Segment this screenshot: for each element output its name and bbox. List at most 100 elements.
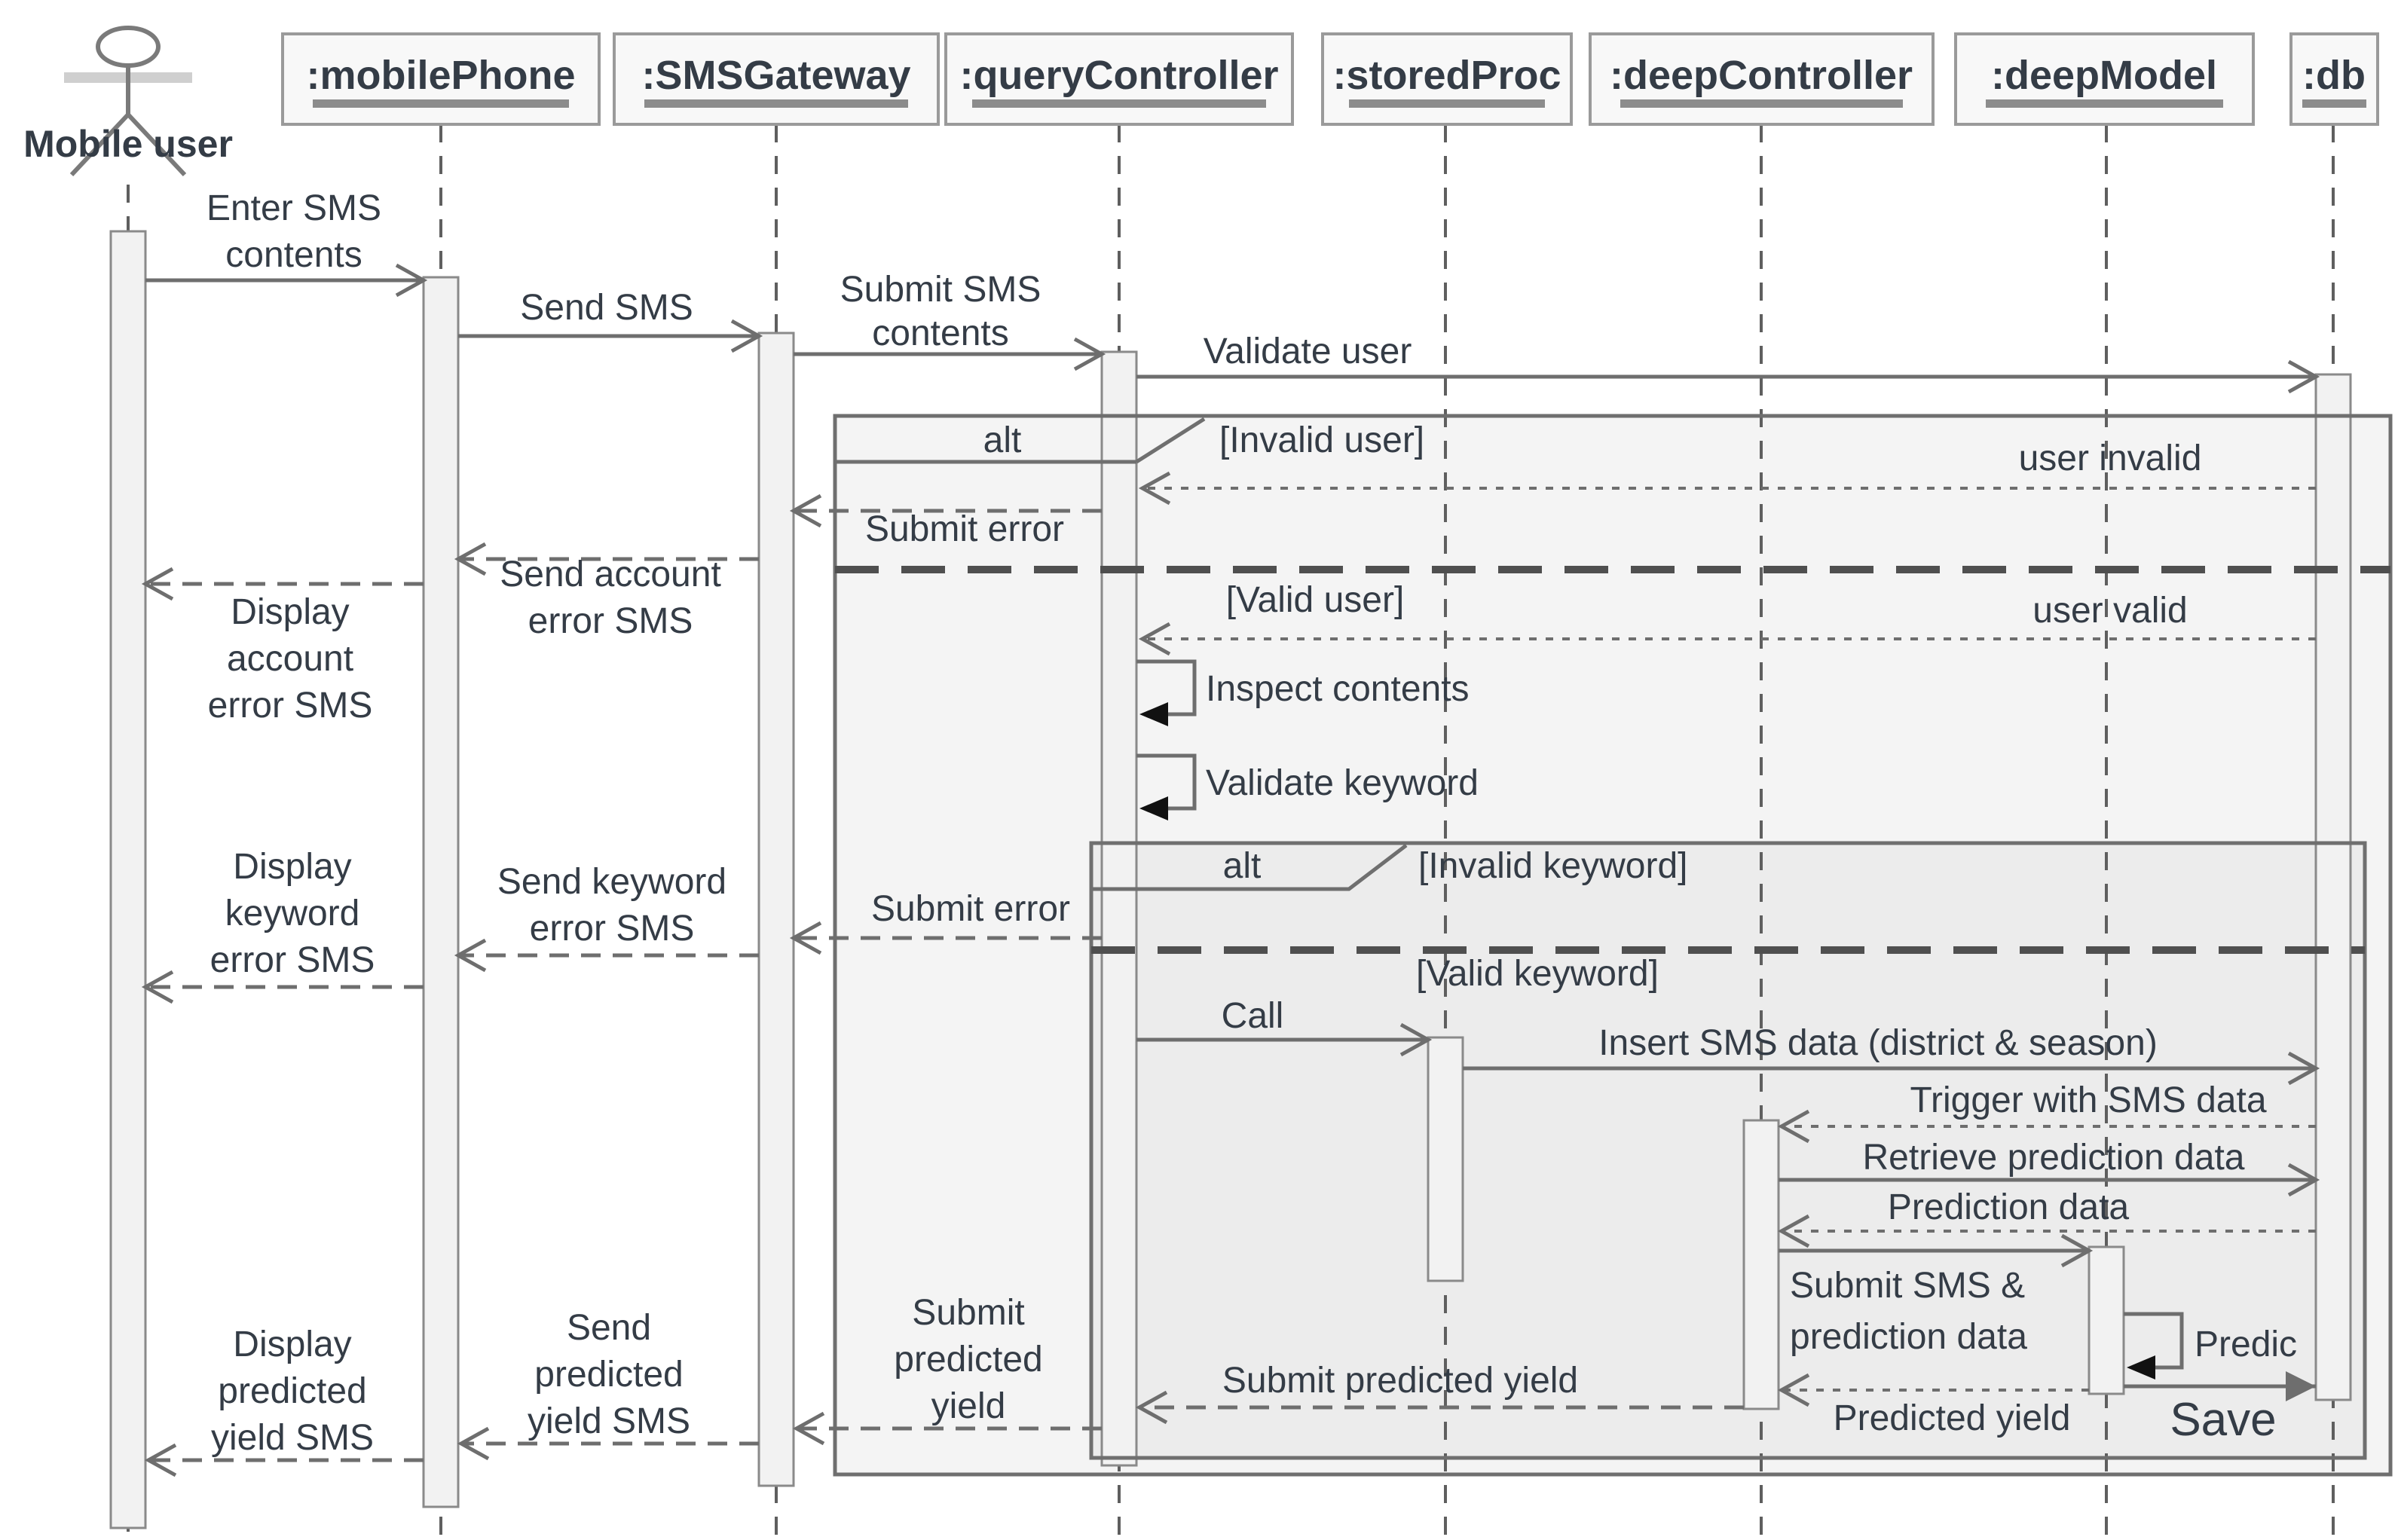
arrowhead-icon <box>1777 1373 1810 1407</box>
outer-alt-operator: alt <box>983 420 1022 460</box>
arrowhead-icon <box>1139 702 1168 726</box>
outer-alt-background <box>835 416 2390 1474</box>
message-label: Display <box>233 1325 351 1364</box>
arrowhead-icon <box>2287 1051 2320 1086</box>
message-submit-sms-contents: Submit SMS contents <box>794 270 1106 371</box>
self-message-loop <box>1136 753 1197 811</box>
message-submit-sms-and-prediction-data: Submit SMS & prediction data <box>1779 1233 2094 1357</box>
message-label: Submit SMS <box>840 270 1041 310</box>
arrowhead-icon <box>2286 1371 2316 1401</box>
actor-name-label: Mobile user <box>23 123 233 165</box>
header-storedproc-label: :storedProc <box>1332 53 1561 98</box>
message-label: contents <box>225 235 362 275</box>
header-deepmodel: :deepModel <box>1954 32 2255 126</box>
message-validate-user: Validate user <box>1136 332 2320 394</box>
message-submit-predicted-yield-to-gateway: Submit predicted yield <box>792 1293 1102 1446</box>
arrowhead-icon <box>1138 471 1171 506</box>
arrowhead-icon <box>395 263 428 298</box>
message-user-invalid: user invalid <box>1138 438 2316 506</box>
message-label: Send account <box>500 555 721 594</box>
message-send-predicted-yield-sms: Send predicted yield SMS <box>457 1308 759 1461</box>
activation-querycontroller <box>1100 350 1138 1467</box>
activation-deepcontroller <box>1742 1119 1780 1410</box>
arrowhead-icon <box>1777 1214 1810 1248</box>
message-label: predicted <box>894 1340 1042 1380</box>
message-label: Predicted yield <box>1834 1398 2071 1438</box>
lifeline-headers: :mobilePhone :SMSGateway :queryControlle… <box>281 32 2379 126</box>
message-label: Trigger with SMS data <box>1910 1080 2266 1120</box>
message-label: Insert SMS data (district & season) <box>1598 1023 2158 1063</box>
message-call: Call <box>1136 996 1433 1057</box>
message-save: Save <box>2124 1371 2316 1446</box>
arrowhead-icon <box>457 1426 490 1461</box>
inner-alt-frame <box>1089 841 2367 1460</box>
arrowhead-icon <box>789 921 822 955</box>
actor-leg-left <box>69 112 130 177</box>
message-label: Save <box>2170 1394 2276 1446</box>
message-send-keyword-error-sms: Send keyword error SMS <box>454 862 759 973</box>
message-predicted-yield: Predicted yield <box>1777 1373 2089 1438</box>
message-display-keyword-error-sms: Display keyword error SMS <box>141 847 424 1004</box>
message-label: Display <box>231 592 349 632</box>
message-label: Inspect contents <box>1206 669 1470 709</box>
outer-alt-guard-invalid: [Invalid user] <box>1219 420 1424 460</box>
arrowhead-icon <box>141 970 174 1004</box>
message-submit-predicted-yield-return: Submit predicted yield <box>1135 1361 1744 1425</box>
activation-mobilephone <box>422 276 460 1508</box>
arrowhead-icon <box>2127 1355 2155 1380</box>
header-deepcontroller-label: :deepController <box>1610 53 1913 98</box>
outer-alt-fragment: alt [Invalid user] [Valid user] <box>833 414 2393 1477</box>
arrowhead-icon <box>1073 337 1106 371</box>
arrowhead-icon <box>454 938 487 973</box>
message-submit-error-2: Submit error <box>789 889 1102 955</box>
activation-storedproc <box>1427 1036 1464 1282</box>
message-send-account-error-sms: Send account error SMS <box>454 542 759 641</box>
activation-bars <box>109 230 2352 1529</box>
outer-alt-frame <box>833 414 2393 1477</box>
message-label: keyword <box>225 894 360 933</box>
header-smsgateway: :SMSGateway <box>613 32 940 126</box>
message-label: error SMS <box>530 909 695 949</box>
message-label: predicted <box>218 1371 366 1411</box>
actor-head-icon <box>96 26 161 68</box>
header-storedproc: :storedProc <box>1321 32 1573 126</box>
arrowhead-icon <box>1777 1109 1810 1144</box>
arrowhead-icon <box>1399 1022 1433 1057</box>
message-enter-sms-contents: Enter SMS contents <box>145 188 428 298</box>
message-insert-sms-data: Insert SMS data (district & season) <box>1463 1023 2320 1086</box>
message-label: Submit <box>912 1293 1024 1333</box>
message-label: Validate user <box>1204 332 1412 371</box>
message-label: Send <box>567 1308 651 1348</box>
message-label: prediction data <box>1790 1317 2027 1357</box>
arrowhead-icon <box>2287 1163 2320 1197</box>
outer-alt-pentagon <box>835 417 1206 464</box>
arrowhead-icon <box>2287 359 2320 394</box>
message-label: Submit error <box>871 889 1070 929</box>
actor-mobile-user: Mobile user <box>23 26 233 177</box>
message-label: account <box>227 639 353 679</box>
message-label: Submit error <box>865 509 1064 549</box>
message-label: contents <box>872 313 1008 353</box>
message-send-sms: Send SMS <box>458 288 763 353</box>
message-trigger-with-sms-data: Trigger with SMS data <box>1777 1080 2316 1144</box>
arrowhead-icon <box>1139 796 1168 820</box>
message-label: yield SMS <box>528 1401 690 1441</box>
message-label: Submit SMS & <box>1790 1266 2025 1306</box>
outer-alt-guard-valid: [Valid user] <box>1226 580 1405 620</box>
header-db: :db <box>2289 32 2379 126</box>
activation-db <box>2314 373 2352 1401</box>
message-label: yield SMS <box>211 1418 374 1458</box>
self-message-loop <box>1136 659 1197 717</box>
message-label: predicted <box>534 1355 683 1395</box>
arrowhead-icon <box>792 1411 825 1446</box>
message-label: Display <box>233 847 351 887</box>
arrowhead-icon <box>141 567 174 601</box>
inner-alt-guard-invalid: [Invalid keyword] <box>1418 846 1688 886</box>
message-label: Retrieve prediction data <box>1863 1138 2245 1178</box>
message-inspect-contents: Inspect contents <box>1136 659 1470 726</box>
message-label: user invalid <box>2019 438 2202 478</box>
message-user-valid: user valid <box>1138 591 2316 656</box>
header-deepmodel-label: :deepModel <box>1991 53 2217 98</box>
